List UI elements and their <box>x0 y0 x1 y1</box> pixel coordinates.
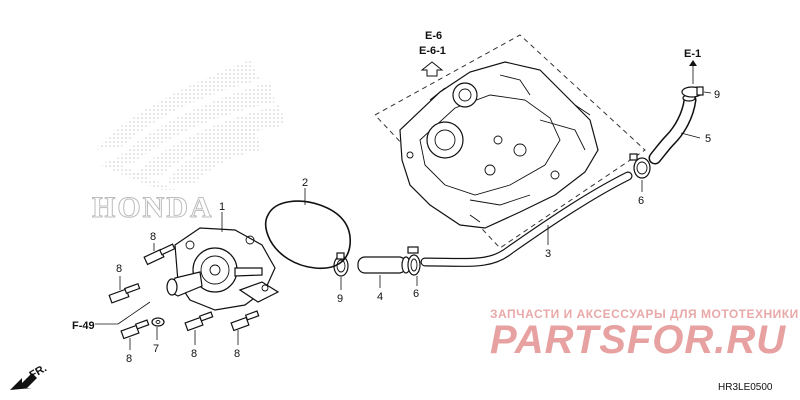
part-8-bolt-c <box>120 319 150 340</box>
part-2-gasket <box>264 200 351 270</box>
part-6-clamp-lower <box>407 246 421 276</box>
ref-f49[interactable]: F-49 <box>72 320 95 332</box>
part-9-clamp-lower <box>333 252 349 277</box>
callout-5: 5 <box>705 133 711 145</box>
callout-1: 1 <box>219 201 225 213</box>
front-direction-arrow: FR. <box>10 362 49 390</box>
up-arrow-icon <box>420 61 444 77</box>
brand-wing-logo: HONDA <box>92 60 285 225</box>
callout-7: 7 <box>153 343 159 355</box>
watermark-title: ЗАПЧАСТИ И АКСЕССУАРЫ ДЛЯ МОТОТЕХНИКИ <box>490 307 799 321</box>
callout-4: 4 <box>377 291 383 303</box>
callout-8-c: 8 <box>126 353 132 365</box>
watermark-domain: PARTSFOR.RU <box>490 318 786 362</box>
part-1-water-pump <box>166 227 280 311</box>
callout-8-e: 8 <box>234 348 240 360</box>
callout-3: 3 <box>545 248 551 260</box>
brand-text: HONDA <box>92 191 214 224</box>
part-4-hose <box>357 256 411 274</box>
part-9-clamp-upper <box>681 86 704 98</box>
callout-9-lower: 9 <box>337 293 343 305</box>
part-8-bolt-b <box>108 282 141 304</box>
diagram-code: HR3LE0500 <box>718 382 773 393</box>
callout-6-lower: 6 <box>413 288 419 300</box>
callout-8-b: 8 <box>116 263 122 275</box>
callout-2: 2 <box>302 177 308 189</box>
ref-e6-1[interactable]: E-6-1 <box>419 45 446 57</box>
part-6-clamp-upper <box>629 153 651 179</box>
part-7-washer <box>151 317 165 327</box>
front-label: FR. <box>28 362 49 381</box>
ref-e6[interactable]: E-6 <box>425 30 442 42</box>
part-5-hose <box>648 93 697 165</box>
callout-8-a: 8 <box>150 231 156 243</box>
callout-8-d: 8 <box>191 348 197 360</box>
callout-6-upper: 6 <box>638 195 644 207</box>
leader-lines <box>95 62 712 350</box>
ref-e1[interactable]: E-1 <box>684 48 701 60</box>
part-8-bolt-e <box>230 310 260 332</box>
part-3-hose <box>420 171 633 267</box>
part-8-bolt-a <box>143 243 176 266</box>
up-arrow-small-icon <box>689 60 697 66</box>
callout-9-upper: 9 <box>714 89 720 101</box>
part-8-bolt-d <box>184 311 214 332</box>
engine-crankcase <box>399 61 599 229</box>
